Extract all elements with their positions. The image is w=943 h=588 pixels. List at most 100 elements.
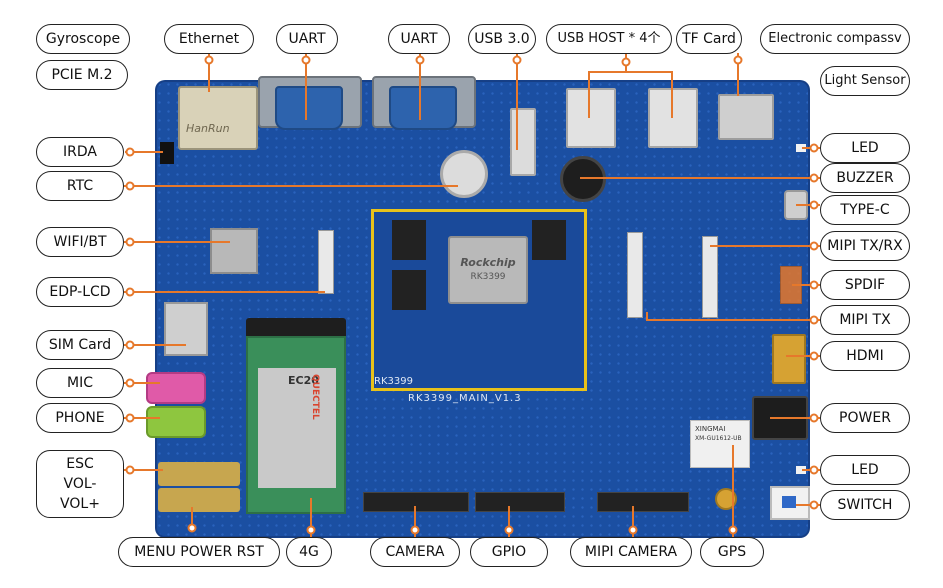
led-top — [796, 144, 806, 152]
hdmi-port — [772, 334, 806, 384]
phone-jack — [146, 406, 206, 438]
wire-dot — [809, 351, 819, 361]
wire-dot — [125, 287, 135, 297]
ram-chip-2 — [392, 270, 426, 310]
label-vol-plus: VOL+ — [60, 496, 100, 512]
label-tf-card: TF Card — [676, 24, 742, 54]
wire-mipitx — [646, 312, 820, 321]
uart-connector-1-body — [275, 86, 343, 130]
wire-dot — [125, 237, 135, 247]
wire-dot — [410, 525, 420, 535]
wire-dot — [733, 55, 743, 65]
mic-jack — [146, 372, 206, 404]
mipi-txrx-connector — [702, 236, 718, 318]
gpio-header — [475, 492, 565, 512]
button-row-bottom — [158, 488, 240, 512]
label-sim-card: SIM Card — [36, 330, 124, 360]
usb3-port — [510, 108, 536, 176]
wire-dot — [415, 55, 425, 65]
wire-dot — [125, 413, 135, 423]
label-led-top: LED — [820, 133, 910, 163]
label-rtc: RTC — [36, 171, 124, 201]
wire-dot — [504, 525, 514, 535]
label-uart-1: UART — [276, 24, 338, 54]
wire-dot — [125, 147, 135, 157]
led-bottom — [796, 466, 806, 474]
wire-dot — [809, 241, 819, 251]
4g-module-brand: QUECTEL — [310, 374, 320, 420]
wire-dot — [187, 523, 197, 533]
wire-dot — [512, 55, 522, 65]
wire-dot — [204, 55, 214, 65]
wire-dot — [125, 181, 135, 191]
wire-dot — [809, 280, 819, 290]
mipi-camera-header — [597, 492, 689, 512]
label-led-bottom: LED — [820, 455, 910, 485]
label-buzzer: BUZZER — [820, 163, 910, 193]
board-name-text: RK3399_MAIN_V1.3 — [408, 393, 522, 404]
label-electronic-compass: Electronic compassv — [760, 24, 910, 54]
wire-dot — [809, 200, 819, 210]
label-pcie: PCIE M.2 — [36, 60, 128, 90]
4g-module: EC20 QUECTEL — [246, 336, 346, 514]
label-ethernet: Ethernet — [164, 24, 254, 54]
wire-dot — [728, 525, 738, 535]
label-edp-lcd: EDP-LCD — [36, 277, 124, 307]
wire-dot — [809, 143, 819, 153]
label-type-c: TYPE-C — [820, 195, 910, 225]
core-side-text: RK3399 — [374, 376, 413, 387]
label-gps: GPS — [700, 537, 764, 567]
sim-card-slot — [164, 302, 208, 356]
soc-model: RK3399 — [470, 272, 506, 282]
ethernet-jack-text: HanRun — [186, 122, 230, 135]
label-4g: 4G — [286, 537, 332, 567]
label-esc: ESC — [66, 456, 94, 472]
wire-dot — [621, 57, 631, 67]
label-mipi-camera: MIPI CAMERA — [570, 537, 692, 567]
gps-brand: XINGMAI — [695, 425, 726, 433]
edp-lcd-connector — [318, 230, 334, 294]
wire-dot — [306, 525, 316, 535]
label-light-sensor: Light Sensor — [820, 66, 910, 96]
label-mic: MIC — [36, 368, 124, 398]
wire-dot — [125, 465, 135, 475]
power-switch — [770, 486, 810, 520]
label-vol-minus: VOL- — [63, 476, 97, 492]
label-menu-power-rst: MENU POWER RST — [118, 537, 280, 567]
label-mipi-tx-rx: MIPI TX/RX — [820, 231, 910, 261]
wifi-bt-module — [210, 228, 258, 274]
wire-dot — [809, 500, 819, 510]
gps-antenna-connector — [715, 488, 737, 510]
label-power: POWER — [820, 403, 910, 433]
label-esc-vol: ESC VOL- VOL+ — [36, 450, 124, 518]
soc-brand: Rockchip — [460, 256, 516, 269]
label-mipi-tx: MIPI TX — [820, 305, 910, 335]
label-wifi-bt: WIFI/BT — [36, 227, 124, 257]
label-switch: SWITCH — [820, 490, 910, 520]
4g-module-model: EC20 — [288, 374, 319, 387]
wire-dot — [809, 413, 819, 423]
tf-card-slot — [718, 94, 774, 140]
ram-chip-3 — [532, 220, 566, 260]
ethernet-jack: HanRun — [178, 86, 258, 150]
irda-sensor — [160, 142, 174, 164]
wire-dot — [628, 525, 638, 535]
wire-dot — [809, 315, 819, 325]
label-camera: CAMERA — [370, 537, 460, 567]
label-irda: IRDA — [36, 137, 124, 167]
wire-dot — [125, 340, 135, 350]
uart-connector-2-body — [389, 86, 457, 130]
label-uart-2: UART — [388, 24, 450, 54]
usb-host-port-1 — [566, 88, 616, 148]
label-gpio: GPIO — [470, 537, 548, 567]
mipi-tx-connector — [627, 232, 643, 318]
label-phone: PHONE — [36, 403, 124, 433]
wire-dot — [301, 55, 311, 65]
wire-dot — [809, 465, 819, 475]
gps-model: XM-GU1612-UB — [695, 435, 742, 442]
gps-module: XINGMAI XM-GU1612-UB — [690, 420, 750, 468]
wire-dot — [809, 173, 819, 183]
label-gyroscope: Gyroscope — [36, 24, 130, 54]
